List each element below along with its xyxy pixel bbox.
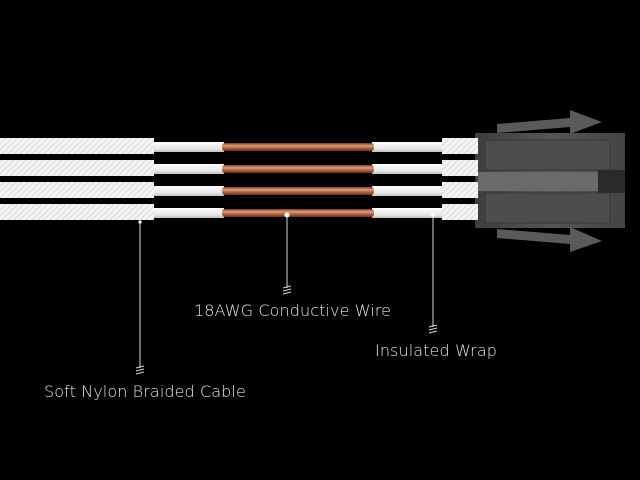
insulation-right xyxy=(372,142,442,152)
insulation-right xyxy=(372,164,442,174)
insulation-left xyxy=(154,142,224,152)
label-braided-cable: Soft Nylon Braided Cable xyxy=(44,382,246,401)
insulation-left xyxy=(154,186,224,196)
copper-conductor xyxy=(222,209,374,217)
braided-sleeve-right xyxy=(442,182,478,198)
callout-insulated-wrap xyxy=(428,213,438,334)
connector-slot-top xyxy=(484,139,611,171)
callout-conductive-wire xyxy=(282,212,292,295)
arrow-top xyxy=(497,110,602,134)
copper-conductor xyxy=(222,187,374,195)
label-insulated-wrap: Insulated Wrap xyxy=(375,341,497,360)
braided-sleeve-left xyxy=(0,182,154,198)
connector-slot-bottom xyxy=(484,192,611,224)
arrow-bottom xyxy=(497,227,602,252)
connector-center-bar xyxy=(478,172,598,191)
callouts xyxy=(135,212,438,375)
copper-conductor xyxy=(222,165,374,173)
label-conductive-wire: 18AWG Conductive Wire xyxy=(194,301,392,320)
braided-sleeve-right xyxy=(442,160,478,176)
braided-sleeve-left xyxy=(0,160,154,176)
braided-sleeve-left xyxy=(0,138,154,154)
braided-sleeve-right xyxy=(442,138,478,154)
copper-conductor xyxy=(222,143,374,151)
insulation-right xyxy=(372,208,442,218)
braided-sleeve-right xyxy=(442,204,478,220)
insulation-right xyxy=(372,186,442,196)
insulation-left xyxy=(154,164,224,174)
wire-group xyxy=(0,138,478,220)
insulation-left xyxy=(154,208,224,218)
callout-braided-cable xyxy=(135,220,145,375)
connector xyxy=(475,110,625,252)
braided-sleeve-left xyxy=(0,204,154,220)
connector-latch xyxy=(598,170,625,193)
